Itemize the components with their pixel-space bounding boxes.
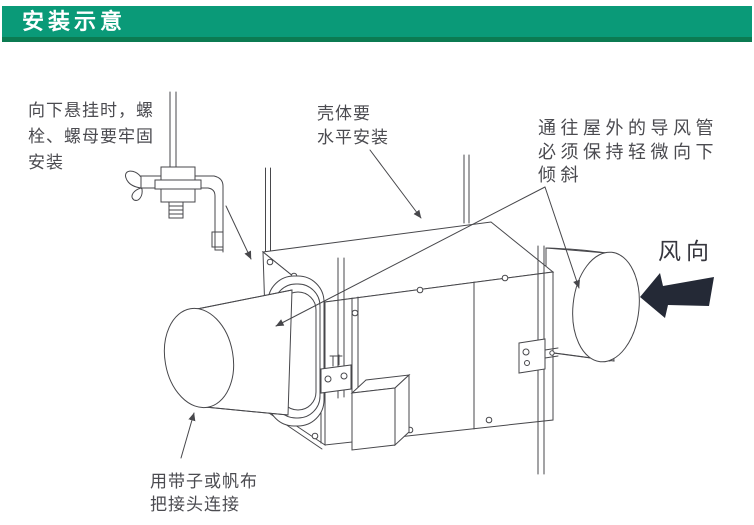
leader-lines: [180, 149, 580, 459]
label-duct-note-line-3: 倾斜: [538, 165, 583, 185]
label-hang-note-line-2: 栓、螺母要牢固: [28, 127, 154, 146]
section-header-bar: 安装示意: [2, 6, 752, 42]
label-hang-note-line-1: 向下悬挂时，螺: [28, 101, 154, 120]
nut-lower: [160, 188, 196, 203]
label-joint-note-line-1: 用带子或帆布: [150, 472, 258, 491]
hanging-rod-front-right: [518, 245, 559, 475]
label-wind-direction: 风向: [658, 238, 714, 264]
mounting-bracket-detail: [125, 91, 224, 253]
wind-direction-arrow: [640, 273, 714, 318]
leader-arrow-left-duct: [275, 186, 546, 327]
label-duct-note-line-1: 通往屋外的导风管: [538, 118, 718, 138]
hanging-rod-rear-right: [463, 154, 470, 224]
right-duct-end-cap: [572, 251, 640, 363]
label-hang-note-line-3: 安装: [28, 153, 64, 172]
right-duct-clamp: [518, 338, 546, 374]
annotations: 向下悬挂时，螺 栓、螺母要牢固 安装 壳体要 水平安装 通往屋外的导风管 必须保…: [28, 101, 718, 514]
left-duct: [163, 289, 293, 416]
label-duct-note-line-2: 必须保持轻微向下: [538, 142, 718, 162]
leader-arrow-joint: [180, 412, 196, 459]
right-duct: [545, 247, 640, 363]
leader-arrow-right-duct: [544, 186, 580, 289]
label-level-note-line-1: 壳体要: [317, 104, 371, 123]
washer: [154, 179, 202, 190]
hanging-rod-rear-left: [265, 167, 271, 255]
hanging-rod-front-left: [320, 257, 352, 399]
left-duct-end-cap: [163, 307, 235, 409]
left-duct-clamp: [320, 364, 352, 394]
nut-upper: [160, 166, 196, 181]
label-level-note-line-2: 水平安装: [317, 128, 389, 147]
leader-arrow-bracket: [225, 205, 252, 260]
junction-box: [350, 373, 411, 451]
page-title: 安装示意: [22, 8, 127, 34]
label-joint-note-line-2: 把接头连接: [150, 495, 240, 514]
leader-arrow-level: [369, 149, 422, 219]
